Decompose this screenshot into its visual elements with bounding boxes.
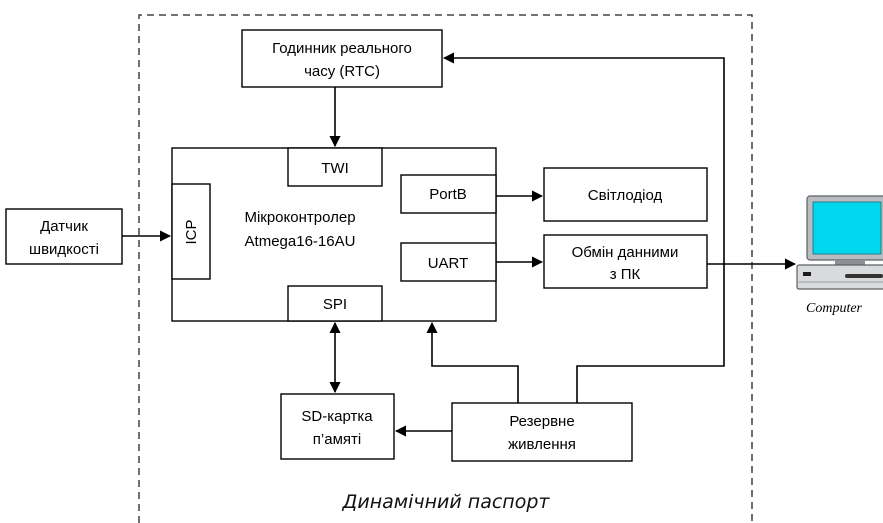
computer-label: Computer bbox=[806, 301, 863, 316]
led-block: Світлодіод bbox=[543, 167, 708, 222]
sd-card-label-line2: п’амяті bbox=[313, 431, 361, 448]
twi-block: TWI bbox=[287, 147, 383, 187]
uart-label: UART bbox=[428, 255, 469, 272]
desktop-computer-icon bbox=[796, 195, 883, 290]
rtc-label-line1: Годинник реального bbox=[272, 40, 412, 57]
backup-power-label-line1: Резервне bbox=[509, 413, 574, 430]
icp-label: ICP bbox=[183, 219, 200, 244]
portb-label: PortB bbox=[429, 186, 467, 203]
device-boundary bbox=[138, 14, 753, 523]
pc-exchange-block: Обмін данними з ПК bbox=[543, 234, 708, 289]
portb-block: PortB bbox=[400, 174, 497, 214]
spi-block: SPI bbox=[287, 285, 383, 322]
twi-label: TWI bbox=[321, 160, 349, 177]
speed-sensor-label-line1: Датчик bbox=[40, 218, 88, 235]
pc-exchange-label-line1: Обмін данними bbox=[572, 244, 679, 261]
icp-block: ICP bbox=[171, 183, 211, 280]
led-label: Світлодіод bbox=[588, 187, 663, 204]
pc-exchange-label-line2: з ПК bbox=[610, 266, 641, 283]
uart-block: UART bbox=[400, 242, 497, 282]
backup-power-label-line2: живлення bbox=[508, 436, 576, 453]
speed-sensor-block: Датчик швидкості bbox=[5, 208, 123, 265]
mcu-label-line1: Мікроконтролер bbox=[244, 209, 355, 226]
backup-power-block: Резервне живлення bbox=[451, 402, 633, 462]
mcu-label-line2: Atmega16-16AU bbox=[245, 233, 356, 250]
speed-sensor-label-line2: швидкості bbox=[29, 241, 99, 258]
rtc-block: Годинник реального часу (RTC) bbox=[241, 29, 443, 88]
spi-label: SPI bbox=[323, 296, 347, 313]
boundary-caption: Динамічний паспорт bbox=[342, 491, 551, 513]
power-to-mcu-arrow bbox=[426, 321, 519, 403]
rtc-label-line2: часу (RTC) bbox=[304, 63, 380, 80]
sd-card-label-line1: SD-картка bbox=[301, 408, 373, 425]
sd-card-block: SD-картка п’амяті bbox=[280, 393, 395, 460]
power-to-rtc-arrow bbox=[442, 52, 725, 403]
